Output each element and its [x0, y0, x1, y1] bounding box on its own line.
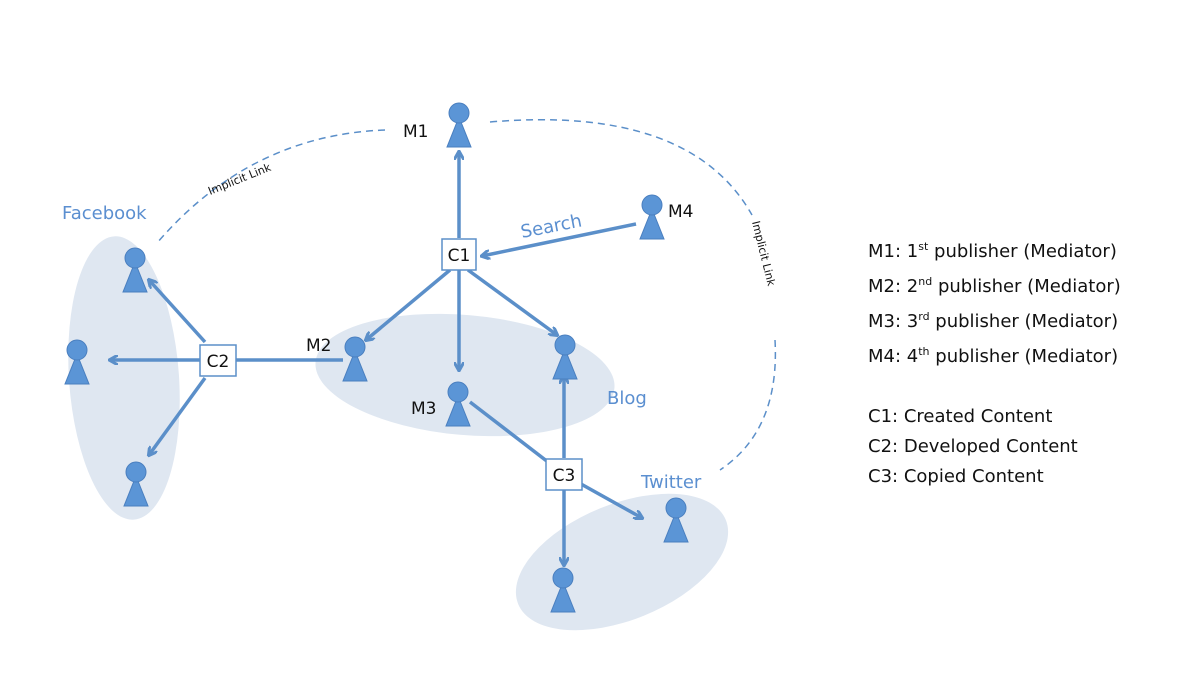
implicit-link-left — [156, 129, 386, 244]
c3-label: C3 — [553, 466, 576, 486]
legend-item-c2: C2: Developed Content — [868, 436, 1078, 457]
c2-label: C2 — [207, 352, 230, 372]
legend: M1: 1st publisher (Mediator) M2: 2nd pub… — [868, 232, 1121, 492]
legend-item-m3: M3: 3rd publisher (Mediator) — [868, 310, 1119, 332]
edge-c1-m2 — [366, 268, 452, 340]
edge-c2-fb3 — [149, 376, 207, 455]
person-icon-m3 — [445, 381, 471, 427]
m4-label: M4 — [668, 202, 693, 222]
edge-m4-c1 — [482, 222, 637, 256]
legend-item-m2: M2: 2nd publisher (Mediator) — [868, 275, 1121, 297]
person-icon-m1 — [446, 102, 472, 148]
person-icon-tw2 — [550, 567, 576, 613]
person-icon-m4 — [639, 194, 665, 240]
m1-label: M1 — [403, 122, 428, 142]
c2-box: C2 — [199, 344, 237, 377]
m2-label: M2 — [306, 336, 331, 356]
person-icon-fb2 — [64, 339, 90, 385]
person-icon-tw1 — [663, 497, 689, 543]
twitter-label: Twitter — [640, 472, 702, 493]
blog-group — [315, 313, 615, 437]
c1-box: C1 — [441, 238, 477, 271]
m3-label: M3 — [411, 399, 436, 419]
edge-c2-fb1 — [149, 280, 207, 344]
c1-label: C1 — [448, 246, 471, 266]
legend-item-c3: C3: Copied Content — [868, 466, 1044, 487]
legend-item-m1: M1: 1st publisher (Mediator) — [868, 240, 1117, 262]
person-icon-m2 — [342, 336, 368, 382]
twitter-group — [515, 493, 729, 631]
person-icon-fb1 — [122, 247, 148, 293]
implicit-link-right-label: Implicit Link — [749, 220, 778, 288]
legend-item-c1: C1: Created Content — [868, 406, 1053, 427]
c3-box: C3 — [545, 458, 583, 491]
person-icon-fb3 — [123, 461, 149, 507]
implicit-link-left-label: Implicit Link — [206, 161, 273, 198]
blog-label: Blog — [607, 388, 647, 409]
edge-m3-c3 — [468, 400, 550, 464]
person-icon-blog — [552, 334, 578, 380]
implicit-link-right — [489, 119, 777, 471]
legend-item-m4: M4: 4th publisher (Mediator) — [868, 345, 1119, 367]
edge-c1-blog — [466, 268, 557, 335]
edge-c3-tw1 — [580, 482, 642, 518]
facebook-label: Facebook — [62, 203, 147, 224]
